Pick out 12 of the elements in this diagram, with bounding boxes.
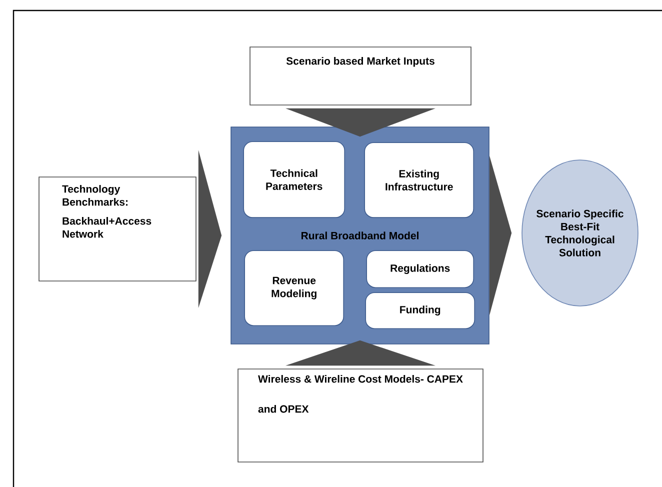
component-box: Existing Infrastructure	[364, 142, 474, 218]
chevron-arrow	[198, 150, 222, 308]
component-box: Revenue Modeling	[244, 250, 344, 326]
component-box: Funding	[365, 292, 475, 329]
chevron-arrow	[286, 340, 436, 366]
component-box: Technical Parameters	[243, 141, 345, 218]
text-box: Technology Benchmarks: Backhaul+Access Network	[38, 176, 196, 282]
chevron-arrow	[489, 156, 512, 316]
chevron-arrow	[286, 108, 436, 137]
text-box: Wireless & Wireline Cost Models- CAPEX and OPEX	[238, 368, 484, 462]
text-box: Scenario based Market Inputs	[250, 46, 472, 106]
component-box: Regulations	[366, 250, 474, 288]
